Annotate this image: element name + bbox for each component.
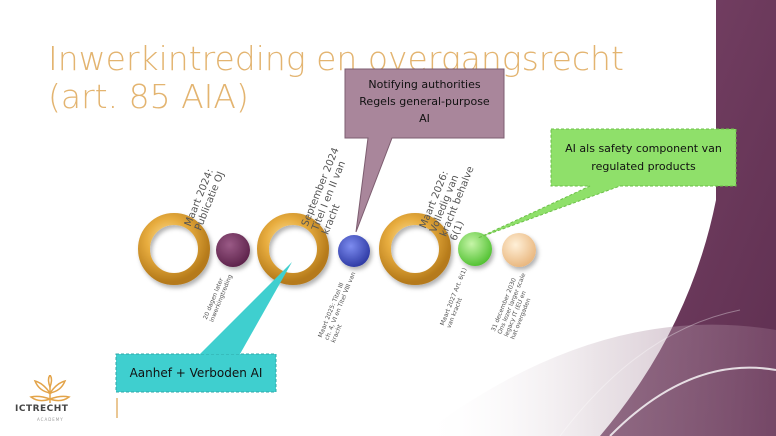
ring-marker-3 (379, 213, 451, 285)
dot-marker-blue (338, 235, 370, 267)
callout-safety-shape (477, 128, 737, 239)
callout-notifying-line-2: Regels general-purpose (359, 95, 490, 108)
callout-safety-line-2: regulated products (591, 160, 696, 173)
callout-notifying-shape (344, 68, 505, 233)
callout-safety: AI als safety component van regulated pr… (551, 140, 736, 176)
callout-notifying-line-1: Notifying authorities (368, 78, 481, 91)
dot-marker-purple (216, 233, 250, 267)
callout-verboden: Aanhef + Verboden AI (116, 365, 276, 381)
callout-notifying: Notifying authorities Regels general-pur… (345, 76, 504, 127)
ring-marker-1 (138, 213, 210, 285)
logo-name: ICTRECHT (15, 404, 69, 414)
ring-marker-2 (257, 213, 329, 285)
callout-notifying-line-3: AI (419, 112, 430, 125)
dot-marker-green (458, 232, 492, 266)
dot-marker-peach (502, 233, 536, 267)
callout-verboden-shape (115, 262, 292, 393)
slide-title: Inwerkintreding en overgangsrecht (art. … (48, 40, 648, 116)
callout-verboden-line-1: Aanhef + Verboden AI (129, 366, 263, 380)
logo-sub: ACADEMY (37, 417, 64, 422)
callout-safety-line-1: AI als safety component van (565, 142, 722, 155)
slide-title-line1: Inwerkintreding en overgangsrecht (48, 39, 624, 78)
logo-leaves-icon (29, 375, 71, 403)
slide-title-line2: (art. 85 AIA) (48, 77, 249, 116)
